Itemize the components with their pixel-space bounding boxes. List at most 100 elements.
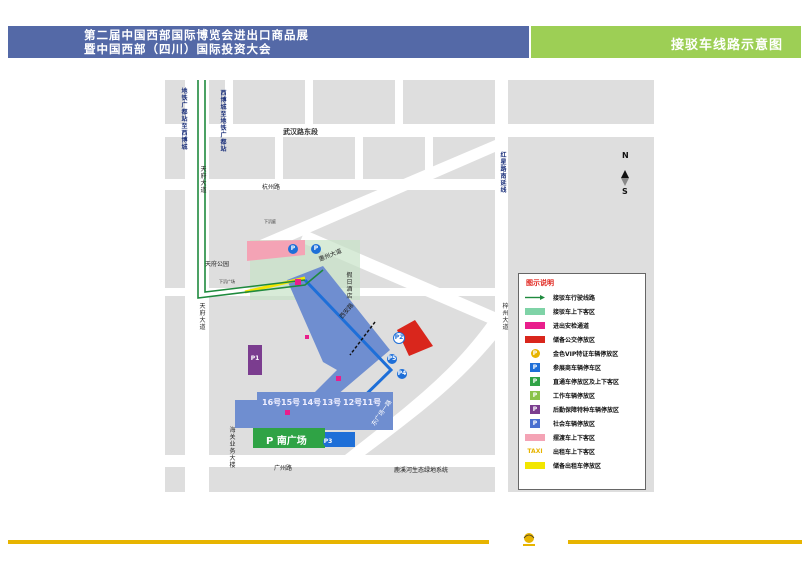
legend-item-work: P 工作车辆停放区: [525, 390, 595, 400]
swatch-box: [525, 307, 545, 315]
road-v2: [305, 80, 313, 130]
page-subtitle: 接驳车线路示意图: [670, 38, 783, 53]
south-plaza-label: P 南广场: [266, 432, 307, 447]
legend-item-logistics: P 后勤保障特种车辆停放区: [525, 404, 619, 414]
security-marker-4: [285, 410, 290, 415]
legend-item-direct: P 直通车停放区及上下客区: [525, 376, 619, 386]
road-v6: [425, 137, 433, 189]
footer-line-left: [8, 540, 489, 544]
parking-badge-p4: P4: [397, 369, 407, 379]
parking-badge-p2: P2: [393, 332, 405, 344]
compass-arrow-up: [621, 170, 629, 178]
label-wuhan-road: 武汉路东段: [283, 128, 318, 136]
hall-13: 13号: [322, 398, 342, 407]
compass-south: S: [622, 187, 628, 196]
legend-item-route: 接驳车行驶线路: [525, 292, 595, 302]
legend-label: 接驳车行驶线路: [553, 294, 596, 302]
hall-15: 15号: [281, 398, 301, 407]
legend-label: 工作车辆停放区: [553, 392, 596, 400]
label-zizhou-avenue: 梓州大道: [502, 303, 509, 331]
compass-arrow-down: [621, 178, 629, 186]
label-tianfu-avenue-north: 天府大道: [200, 166, 207, 194]
label-guangzhou-road: 广州路: [274, 465, 293, 472]
legend-item-taxi: TAXI 出租车上下客区: [525, 446, 595, 456]
exhibition-halls-block: [257, 392, 393, 430]
header-right-bar: 接驳车线路示意图: [531, 26, 801, 58]
hall-12: 12号: [343, 398, 363, 407]
road-v1: [225, 80, 233, 130]
legend-label: 直通车停放区及上下客区: [553, 378, 620, 386]
legend-item-exhibitor: P 参展商车辆停车区: [525, 362, 601, 372]
parking-icon: P: [266, 436, 277, 447]
swatch-box: [525, 321, 545, 329]
legend-item-bus: 储备公交停放区: [525, 334, 595, 344]
security-marker-2: [336, 376, 341, 381]
label-holiday-hotel: 假日酒店: [346, 272, 353, 300]
venue-building-curved: [235, 266, 390, 428]
parking-badge-2: P: [311, 244, 321, 254]
parking-icon: P: [530, 376, 540, 386]
legend-item-ferry: 摆渡车上下客区: [525, 432, 595, 442]
hall-16: 16号: [262, 398, 282, 407]
road-v4: [275, 137, 283, 189]
south-plaza-block: [253, 428, 325, 448]
bus-standby-area: [397, 320, 433, 356]
legend-label: 出租车上下客区: [553, 448, 596, 456]
parking-icon: P: [530, 348, 540, 358]
road-v3: [395, 80, 403, 130]
label-metro-line-right: 西博城至地铁广都站: [220, 90, 227, 153]
swatch-badge: P: [525, 390, 545, 400]
parking-badge-1: P: [288, 244, 298, 254]
road-wuhan: [165, 124, 654, 137]
road-v5: [355, 137, 363, 189]
south-plaza-text: 南广场: [276, 436, 307, 447]
legend-label: 储备出租车停放区: [553, 462, 602, 470]
page-title-line2: 暨中国西部（四川）国际投资大会: [84, 42, 272, 56]
swatch-badge: P: [525, 404, 545, 414]
legend-item-taxi-standby: 储备出租车停放区: [525, 460, 601, 470]
taxi-icon: TAXI: [527, 447, 543, 455]
road-guangzhou: [165, 455, 495, 467]
footer-line-right: [568, 540, 802, 544]
label-tianfu-avenue-south: 天府大道: [199, 303, 206, 331]
legend-label: 接驳车上下客区: [553, 308, 596, 316]
road-hangzhou: [165, 179, 495, 190]
label-small-2: 下沉广场: [219, 279, 235, 284]
swatch-badge: P: [525, 418, 545, 428]
label-lusi-ecology: 鹿溪河生态绿地系统: [394, 467, 449, 474]
swatch-badge: P: [525, 362, 545, 372]
road-curve: [345, 312, 508, 455]
arrow-right-icon: [525, 294, 545, 301]
swatch-box: [525, 335, 545, 343]
walkway-dash: [349, 321, 376, 356]
road-hongxing: [495, 80, 508, 492]
legend-item-security: 进出安检通道: [525, 320, 589, 330]
swatch-badge: P: [525, 348, 545, 358]
security-marker-3: [305, 335, 309, 339]
parking-icon: P: [530, 404, 540, 414]
swatch-box: [525, 461, 545, 469]
legend-label: 储备公交停放区: [553, 336, 596, 344]
page-title-line1: 第二届中国西部国际博览会进出口商品展: [84, 28, 309, 42]
parking-badge-p5: P5: [387, 354, 397, 364]
legend-label: 进出安检通道: [553, 322, 590, 330]
page-title: 第二届中国西部国际博览会进出口商品展 暨中国西部（四川）国际投资大会: [84, 28, 309, 56]
road-diagonal-1: [260, 140, 495, 252]
label-hangzhou-road: 杭州路: [262, 184, 281, 191]
legend-item-vip: P 金色VIP特证车辆停放区: [525, 348, 618, 358]
legend-label: 社会车辆停放区: [553, 420, 596, 428]
legend-label: 摆渡车上下客区: [553, 434, 596, 442]
hall-11: 11号: [362, 398, 382, 407]
compass-north: N: [622, 151, 629, 160]
legend-panel: 图示说明 接驳车行驶线路 接驳车上下客区 进出安检通道 储备公交停放区 P 金色…: [518, 273, 646, 490]
parking-icon: P: [530, 390, 540, 400]
parking-badge-p1: P1: [250, 354, 260, 364]
shuttle-route-2: [204, 80, 306, 293]
label-hongxing-road: 红星路南延线: [500, 152, 507, 194]
label-tianfu-park: 天府公园: [205, 261, 230, 268]
legend-item-public: P 社会车辆停放区: [525, 418, 595, 428]
label-small-1: 下沉庭: [264, 219, 276, 224]
legend-item-shuttle-stop: 接驳车上下客区: [525, 306, 595, 316]
legend-label: 参展商车辆停车区: [553, 364, 602, 372]
label-metro-line-left: 地铁广都站至西博城: [181, 88, 188, 151]
